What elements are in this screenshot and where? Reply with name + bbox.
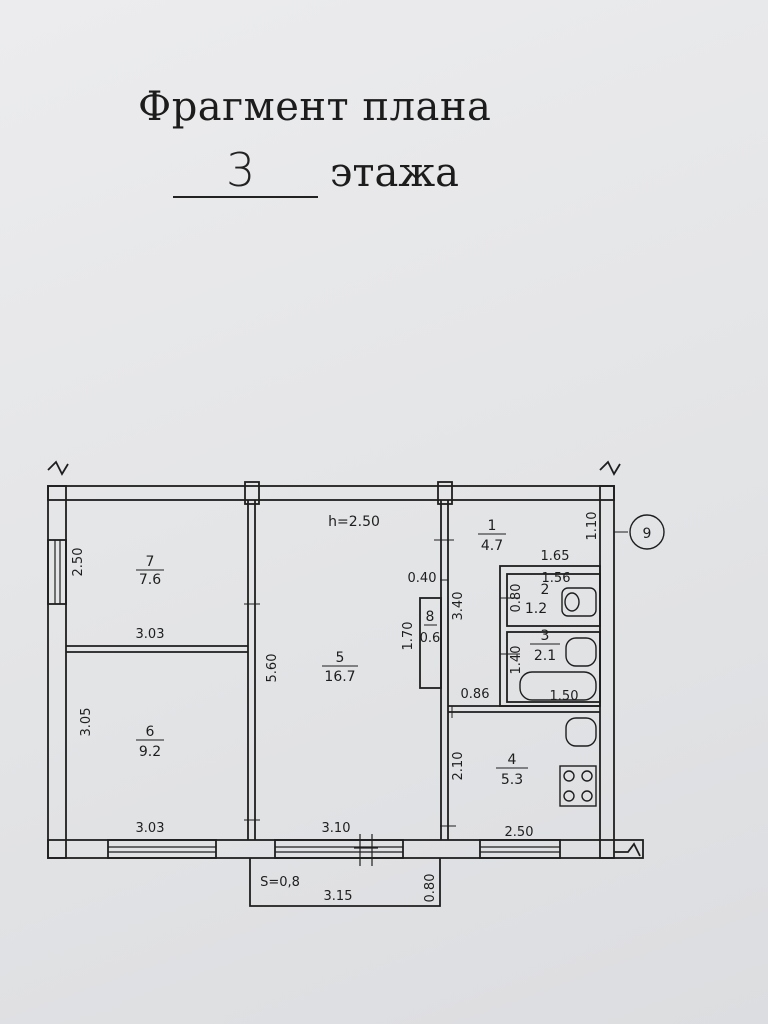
dim-wc-width: 1.56 <box>542 571 571 586</box>
dim-bath-height: 1.40 <box>509 646 524 675</box>
west-wall <box>47 485 67 859</box>
dim-kitchen-width: 2.50 <box>505 825 534 840</box>
ceiling-height: h=2.50 <box>328 514 380 530</box>
burner-icon <box>563 790 575 802</box>
burner-icon <box>563 770 575 782</box>
pillar-1 <box>244 481 260 505</box>
dim-wc-height: 0.80 <box>509 584 524 613</box>
room-8-number: 8 <box>426 609 435 625</box>
dim-balcony-width: 3.15 <box>324 889 353 904</box>
bath-room-outline <box>506 631 601 703</box>
dim-room7-width: 3.03 <box>136 627 165 642</box>
toilet-icon <box>561 587 597 617</box>
dim-room6-height: 3.05 <box>79 708 94 737</box>
balcony <box>249 858 441 907</box>
room-5-area: 16.7 <box>324 669 355 685</box>
dim-room5-width: 3.10 <box>322 821 351 836</box>
room-4-number: 4 <box>508 752 517 768</box>
room-6-number: 6 <box>146 724 155 740</box>
axis-marker-circle <box>629 514 665 550</box>
window-room7 <box>47 539 67 605</box>
south-wall <box>47 839 644 859</box>
fixtures <box>519 587 597 807</box>
floor-number: 3 <box>226 143 256 197</box>
room-5-number: 5 <box>336 650 345 666</box>
east-wall <box>599 485 615 859</box>
axis-marker-label: 9 <box>643 526 652 542</box>
room-6-area: 9.2 <box>139 744 161 760</box>
wc-room-outline <box>506 573 601 627</box>
window-kitchen <box>479 839 561 859</box>
break-mark-bottom <box>614 842 641 857</box>
window-room6 <box>107 839 217 859</box>
burner-icon <box>581 770 593 782</box>
floor-word: этажа <box>330 150 460 196</box>
pillar-2 <box>437 481 453 505</box>
stove-icon <box>559 765 597 807</box>
bathtub-icon <box>519 671 597 701</box>
burner-icon <box>581 790 593 802</box>
washbasin-icon <box>565 637 597 667</box>
dim-room7-height: 2.50 <box>71 548 86 577</box>
dim-bath-width: 1.50 <box>550 689 579 704</box>
dim-kitchen-height: 2.10 <box>451 752 466 781</box>
room-3-number: 3 <box>541 628 550 644</box>
room-4-area: 5.3 <box>501 772 523 788</box>
closet-8 <box>419 597 442 689</box>
dim-door-width: 0.86 <box>461 687 490 702</box>
break-mark-right <box>599 460 621 476</box>
room-7-number: 7 <box>146 554 155 570</box>
room-3-area: 2.1 <box>534 648 556 664</box>
floor-underline <box>173 196 318 198</box>
plan-title: Фрагмент плана <box>138 84 492 130</box>
dim-room5-height: 5.60 <box>265 654 280 683</box>
dim-balcony-depth: 0.80 <box>423 874 438 903</box>
dim-room6-width: 3.03 <box>136 821 165 836</box>
room-2-area: 1.2 <box>525 601 547 617</box>
walls <box>47 460 644 907</box>
break-mark-left <box>47 460 69 476</box>
dim-room1-width: 1.65 <box>541 549 570 564</box>
window-room5 <box>274 839 404 859</box>
room-1-number: 1 <box>488 518 497 534</box>
balcony-area: S=0,8 <box>260 875 300 890</box>
room-2-number: 2 <box>541 582 550 598</box>
dim-room1-height: 1.10 <box>585 512 600 541</box>
toilet-bowl-icon <box>564 592 580 612</box>
room-8-area: 0.6 <box>420 631 441 646</box>
dim-closet-width: 0.40 <box>408 571 437 586</box>
dimension-ticks <box>244 531 628 827</box>
north-wall <box>47 485 615 501</box>
dim-closet-height: 1.70 <box>401 622 416 651</box>
kitchen-sink-icon <box>565 717 597 747</box>
window-glazing <box>54 540 560 866</box>
dim-corridor-length: 3.40 <box>451 592 466 621</box>
room-7-area: 7.6 <box>139 572 161 588</box>
room-1-area: 4.7 <box>481 538 503 554</box>
